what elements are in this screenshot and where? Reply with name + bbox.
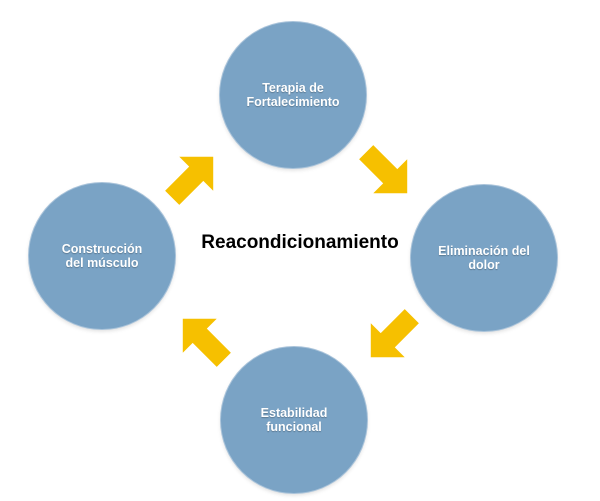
arrow-down-left-icon (353, 299, 429, 375)
node-construccion-musculo: Construcción del músculo (29, 183, 175, 329)
node-eliminacion-dolor: Eliminación del dolor (411, 185, 557, 331)
arrow-up-left-icon (165, 301, 241, 377)
arrow-up-right-icon (155, 139, 231, 215)
arrow-down-right-icon (349, 135, 425, 211)
node-label: Estabilidad funcional (260, 406, 328, 434)
node-estabilidad-funcional: Estabilidad funcional (221, 347, 367, 493)
node-label: Terapia de Fortalecimiento (246, 81, 340, 109)
diagram-title: Reacondicionamiento (201, 232, 399, 253)
node-terapia-fortalecimiento: Terapia de Fortalecimiento (220, 22, 366, 168)
node-label: Eliminación del dolor (438, 244, 530, 272)
node-label: Construcción del músculo (61, 242, 143, 270)
